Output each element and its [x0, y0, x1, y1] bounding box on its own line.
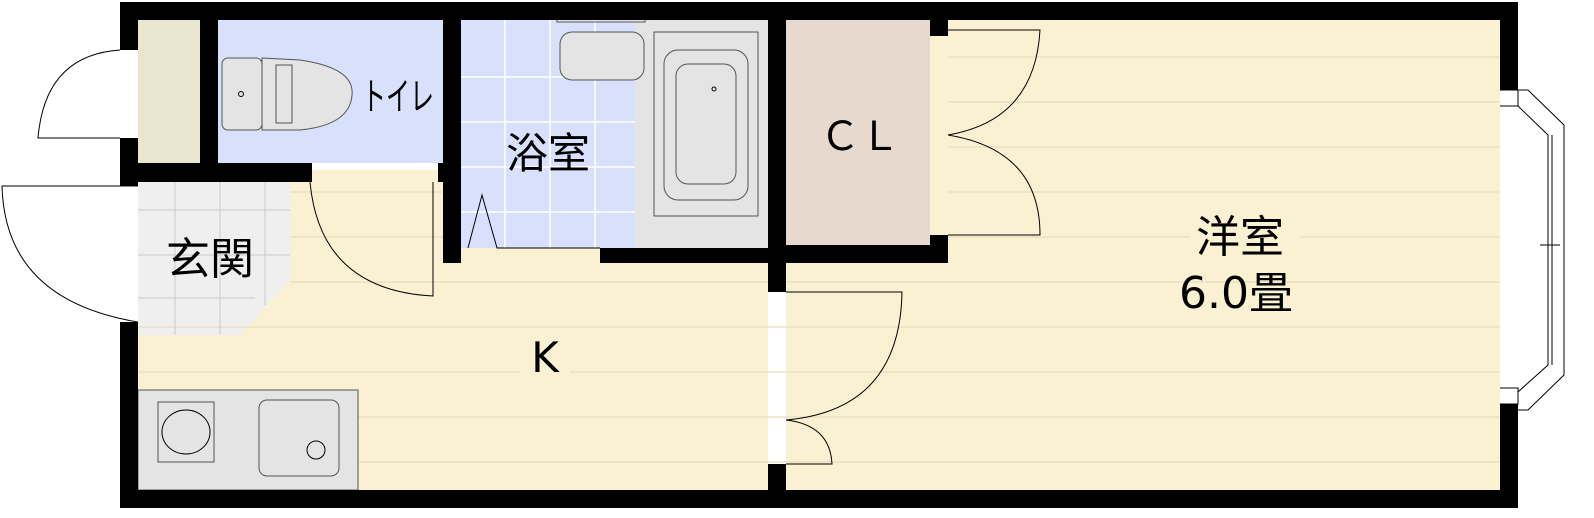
toilet-door [309, 181, 434, 297]
western-room-label: 洋室 [1196, 212, 1284, 263]
hallway-floor [290, 170, 443, 265]
toilet-label: トイレ [362, 75, 434, 119]
closet-door [947, 29, 1041, 236]
kitchen-label: K [531, 333, 560, 382]
shoe-door [37, 49, 121, 139]
bathtub [653, 31, 759, 217]
walls [120, 2, 1518, 508]
shoe-cabinet [138, 20, 200, 163]
entrance-floor [138, 182, 290, 335]
western-room-size: 6.0畳 [1179, 268, 1293, 319]
entrance-label: 玄関 [166, 234, 254, 285]
kitchen-counter [137, 389, 359, 491]
doors [1, 29, 1041, 465]
bath-folding-door [467, 193, 600, 249]
floor-lines [138, 56, 1500, 463]
front-door [1, 185, 139, 323]
floors [138, 20, 1500, 490]
entrance-tiles [138, 182, 290, 335]
closet-floor [786, 20, 930, 245]
bath-label: 浴室 [506, 129, 590, 178]
closet-label: ＣＬ [820, 114, 900, 160]
room-door [785, 291, 903, 465]
toilet-fixture [221, 57, 353, 131]
bay-window [1500, 89, 1565, 411]
